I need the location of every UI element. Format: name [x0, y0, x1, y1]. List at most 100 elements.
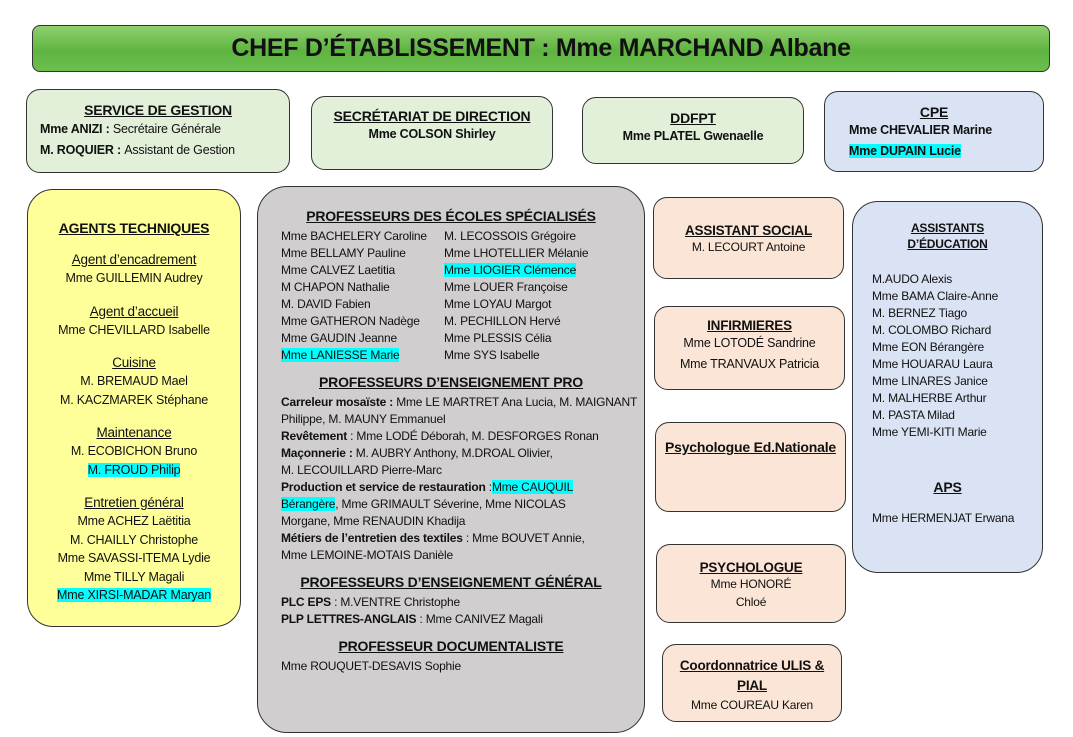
staff-line: Mme CALVEZ Laetitia [281, 262, 444, 279]
staff-line: Mme SAVASSI-ITEMA Lydie [28, 549, 240, 568]
staff-text: Morgane, Mme RENAUDIN Khadija [281, 514, 466, 528]
section-heading: CPE [919, 104, 949, 120]
staff-text: Assistant de Gestion [124, 143, 235, 157]
staff-text: M. BREMAUD Mael [80, 374, 188, 388]
staff-line: Mme GATHERON Nadège [281, 313, 444, 330]
staff-line: Mme LEMOINE-MOTAIS Danièle [281, 547, 644, 564]
staff-text: : Mme CANIVEZ Magali [416, 612, 543, 626]
staff-line: M. BERNEZ Tiago [872, 305, 1042, 322]
staff-text: Mme CHEVALIER Marine [849, 123, 993, 137]
staff-text: Mme PLESSIS Célia [444, 331, 552, 345]
staff-text: Mme LE MARTRET Ana Lucia, M. MAIGNANT [396, 395, 638, 409]
name-list: Carreleur mosaïste : Mme LE MARTRET Ana … [258, 394, 644, 564]
staff-text: Mme ROUQUET-DESAVIS Sophie [281, 659, 461, 673]
staff-line: Métiers de l’entretien des textiles : Mm… [281, 530, 644, 547]
staff-line: Carreleur mosaïste : Mme LE MARTRET Ana … [281, 394, 644, 411]
section-heading: ASSISTANT SOCIAL [684, 223, 813, 238]
staff-line: M. ROQUIER : Assistant de Gestion [27, 140, 289, 161]
staff-line: Mme TRANVAUX Patricia [655, 354, 844, 375]
staff-line: Mme GAUDIN Jeanne [281, 330, 444, 347]
staff-text: Mme GAUDIN Jeanne [281, 331, 397, 345]
staff-text: Bérangère [281, 497, 336, 511]
staff-line: Mme DUPAIN Lucie [825, 141, 1043, 162]
staff-line: Mme BELLAMY Pauline [281, 245, 444, 262]
section-heading: PSYCHOLOGUE [699, 560, 803, 575]
staff-text: Mme TILLY Magali [83, 569, 185, 584]
staff-line: M. LECOUILLARD Pierre-Marc [281, 462, 644, 479]
staff-line: Mme YEMI-KITI Marie [872, 424, 1042, 441]
staff-text: Mme LIOGIER Clémence [444, 263, 577, 277]
section-heading: Psychologue Ed.Nationale [664, 439, 836, 455]
section-heading: ASSISTANTS D’ÉDUCATION [907, 221, 988, 251]
staff-text: , Mme GRIMAULT Séverine, Mme NICOLAS [335, 497, 566, 511]
staff-text: Mme LOTODÉ Sandrine [683, 336, 816, 350]
staff-text: Mme CAUQUIL [491, 480, 574, 494]
staff-text: Secrétaire Générale [112, 122, 221, 136]
staff-line: Mme COLSON Shirley [312, 124, 552, 144]
staff-line: Mme HONORÉ [657, 575, 845, 593]
staff-line: Mme HERMENJAT Erwana [872, 510, 1042, 527]
staff-text: Mme SYS Isabelle [444, 348, 540, 362]
staff-text: M. COLOMBO Richard [872, 323, 992, 337]
staff-text: : M.VENTRE Christophe [330, 595, 460, 609]
staff-text: Mme SAVASSI-ITEMA Lydie [57, 551, 211, 565]
staff-text: Mme COLSON Shirley [368, 127, 496, 141]
chef-etablissement-title: CHEF D’ÉTABLISSEMENT : Mme MARCHAND Alba… [32, 25, 1050, 72]
staff-line: M.AUDO Alexis [872, 271, 1042, 288]
staff-text: Mme TRANVAUX Patricia [679, 357, 820, 371]
staff-text: M. LECOUILLARD Pierre-Marc [281, 463, 442, 477]
staff-line: M. BREMAUD Mael [28, 372, 240, 391]
staff-line: Mme PLESSIS Célia [444, 330, 607, 347]
staff-text: M. MALHERBE Arthur [872, 391, 987, 405]
staff-line: Mme LOTODÉ Sandrine [655, 333, 844, 354]
staff-text: M. CHAILLY Christophe [69, 532, 199, 547]
staff-line: Mme GUILLEMIN Audrey [28, 269, 240, 288]
staff-text: M. AUBRY Anthony, M.DROAL Olivier, [355, 446, 553, 460]
staff-text: M.AUDO Alexis [872, 272, 953, 286]
staff-text: Mme COUREAU Karen [691, 698, 813, 712]
staff-text: Mme HONORÉ [710, 577, 792, 591]
staff-line: Bérangère, Mme GRIMAULT Séverine, Mme NI… [281, 496, 644, 513]
name-list: Mme PLATEL Gwenaelle [583, 126, 803, 146]
staff-text: Mme LOUER Françoise [444, 280, 568, 294]
staff-line: PLC EPS : M.VENTRE Christophe [281, 594, 644, 611]
staff-text: Mme CALVEZ Laetitia [281, 263, 396, 277]
staff-line: M. CHAILLY Christophe [28, 531, 240, 550]
subsection-heading: Maintenance [96, 425, 172, 440]
staff-line: Philippe, M. MAUNY Emmanuel [281, 411, 644, 428]
section: AGENTS TECHNIQUES [28, 220, 240, 236]
staff-line: Mme ACHEZ Laëtitia [28, 512, 240, 531]
staff-line: Mme LINARES Janice [872, 373, 1042, 390]
staff-text: Mme GUILLEMIN Audrey [65, 271, 203, 285]
staff-line: Mme LOUER Françoise [444, 279, 607, 296]
role-label: PLC EPS [281, 595, 331, 609]
section-heading: INFIRMIERES [707, 318, 792, 333]
staff-line: Maçonnerie : M. AUBRY Anthony, M.DROAL O… [281, 445, 644, 462]
staff-line: Mme LIOGIER Clémence [444, 262, 607, 279]
role-label: Carreleur mosaïste : [281, 395, 397, 409]
staff-text: Mme BELLAMY Pauline [281, 246, 406, 260]
